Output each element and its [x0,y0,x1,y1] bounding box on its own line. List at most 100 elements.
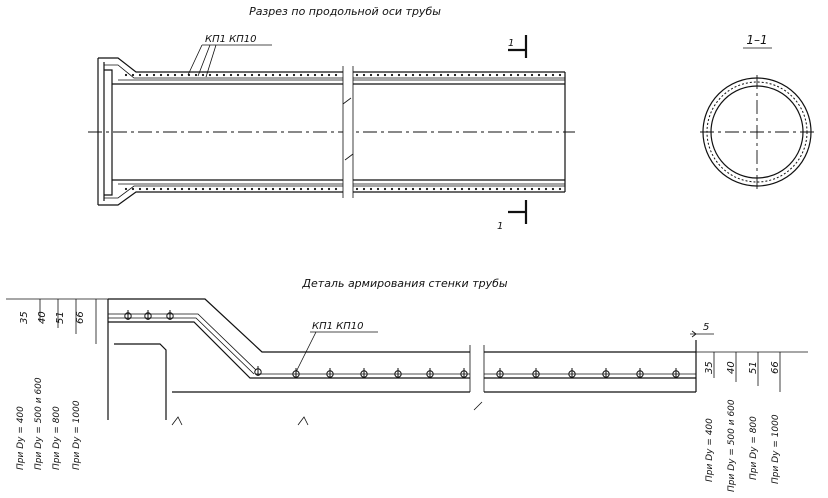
rebar-dot [453,73,457,77]
rebar-dot [383,73,387,77]
rebar-dot [166,73,170,77]
rebar-dot [306,73,310,77]
left-note-400: При Dy = 400 [16,406,26,470]
rebar-dot [558,187,562,191]
rebar-dot [558,73,562,77]
rebar-dot [320,187,324,191]
rebar-cross [166,310,174,320]
rebar-dot [537,73,541,77]
rebar-dot [404,73,408,77]
rebar-cross [602,368,610,378]
rebar-dot [446,73,450,77]
rebar-dot [411,187,415,191]
detail-rebar-label: КП1 КП10 [312,321,364,332]
rebar-dot [187,187,191,191]
rebar-dot [173,73,177,77]
rebar-dot [460,73,464,77]
right-note-1000: При Dy = 1000 [771,414,781,484]
right-dimension-block: 35 40 51 66 При Dy = 400 При Dy = 500 и … [696,351,808,492]
bell-face [97,58,105,205]
rebar-dot [222,73,226,77]
detail-leader [295,331,317,373]
rebar-dot [229,187,233,191]
rebar-dot [467,187,471,191]
rebar-dot [243,187,247,191]
rebar-dot [530,73,534,77]
rebar-dot [516,187,520,191]
rebar-dot [551,73,555,77]
rebar-dot [390,73,394,77]
rebar-dot [334,73,338,77]
rebar-dot [488,187,492,191]
cross-section-view [700,75,814,189]
rebar-dot [551,187,555,191]
break-lines [342,66,354,198]
rebar-dot [124,187,128,191]
rebar-cross [326,368,334,378]
rebar-cross [426,368,434,378]
rebar-dot [376,73,380,77]
rebar-cross [254,366,262,376]
cut-marker-top [508,35,528,58]
rebar-dot [138,187,142,191]
rebar-dot [180,187,184,191]
rebar-dot [145,73,149,77]
cut-mark-top: 1 [508,38,514,49]
left-dimension-block: 35 40 51 66 При Dy = 400 При Dy = 500 и … [6,298,108,470]
rebar-cross [292,368,300,378]
detail-break [469,345,485,411]
rebar-dot [362,187,366,191]
rebar-dot [145,187,149,191]
rebar-dot [509,187,513,191]
rebar-dot [257,73,261,77]
rebar-dot [369,187,373,191]
rebar-dot [201,73,205,77]
break-gap [343,66,353,198]
rebar-dot [460,187,464,191]
left-dim-35: 35 [19,311,30,324]
rebar-dot [271,187,275,191]
bell-outer-top [98,57,565,73]
rebar-dot [152,187,156,191]
detail-socket [114,343,167,420]
rebar-dot [425,73,429,77]
rebar-dot [299,73,303,77]
rebar-upper [108,313,257,371]
left-dim-66: 66 [75,311,86,324]
rebar-dot [383,187,387,191]
rebar-dot [516,73,520,77]
right-dim-51: 51 [748,361,759,374]
rebar-dot [208,187,212,191]
rebar-dot [292,73,296,77]
rebar-dot [299,187,303,191]
rebar-dot [250,73,254,77]
rebar-dot [334,187,338,191]
rebar-dot [495,73,499,77]
rebar-dot [523,73,527,77]
rebar-dot [208,73,212,77]
rebar-dot [453,187,457,191]
rebar-dot [131,73,135,77]
rebar-dot [397,187,401,191]
rebar-dot [292,187,296,191]
left-note-800: При Dy = 800 [52,406,62,470]
rebar-cross [532,368,540,378]
detail-break-gap [470,345,484,405]
rebar-dot [278,73,282,77]
left-dim-40: 40 [37,311,48,324]
bell-recess [104,69,113,196]
rebar-dot [481,73,485,77]
rebar-dot [509,73,513,77]
rebar-dot [362,73,366,77]
cut-mark-bottom: 1 [497,221,503,232]
rebar-dot [271,73,275,77]
rebar-dot [369,73,373,77]
cut-title: 1–1 [746,33,767,47]
rebar-dot [124,73,128,77]
rebar-label: КП1 КП10 [205,34,257,45]
rebar-cross [144,310,152,320]
rebar-dot [544,187,548,191]
rebar-dot [278,187,282,191]
rebar-dot [229,73,233,77]
